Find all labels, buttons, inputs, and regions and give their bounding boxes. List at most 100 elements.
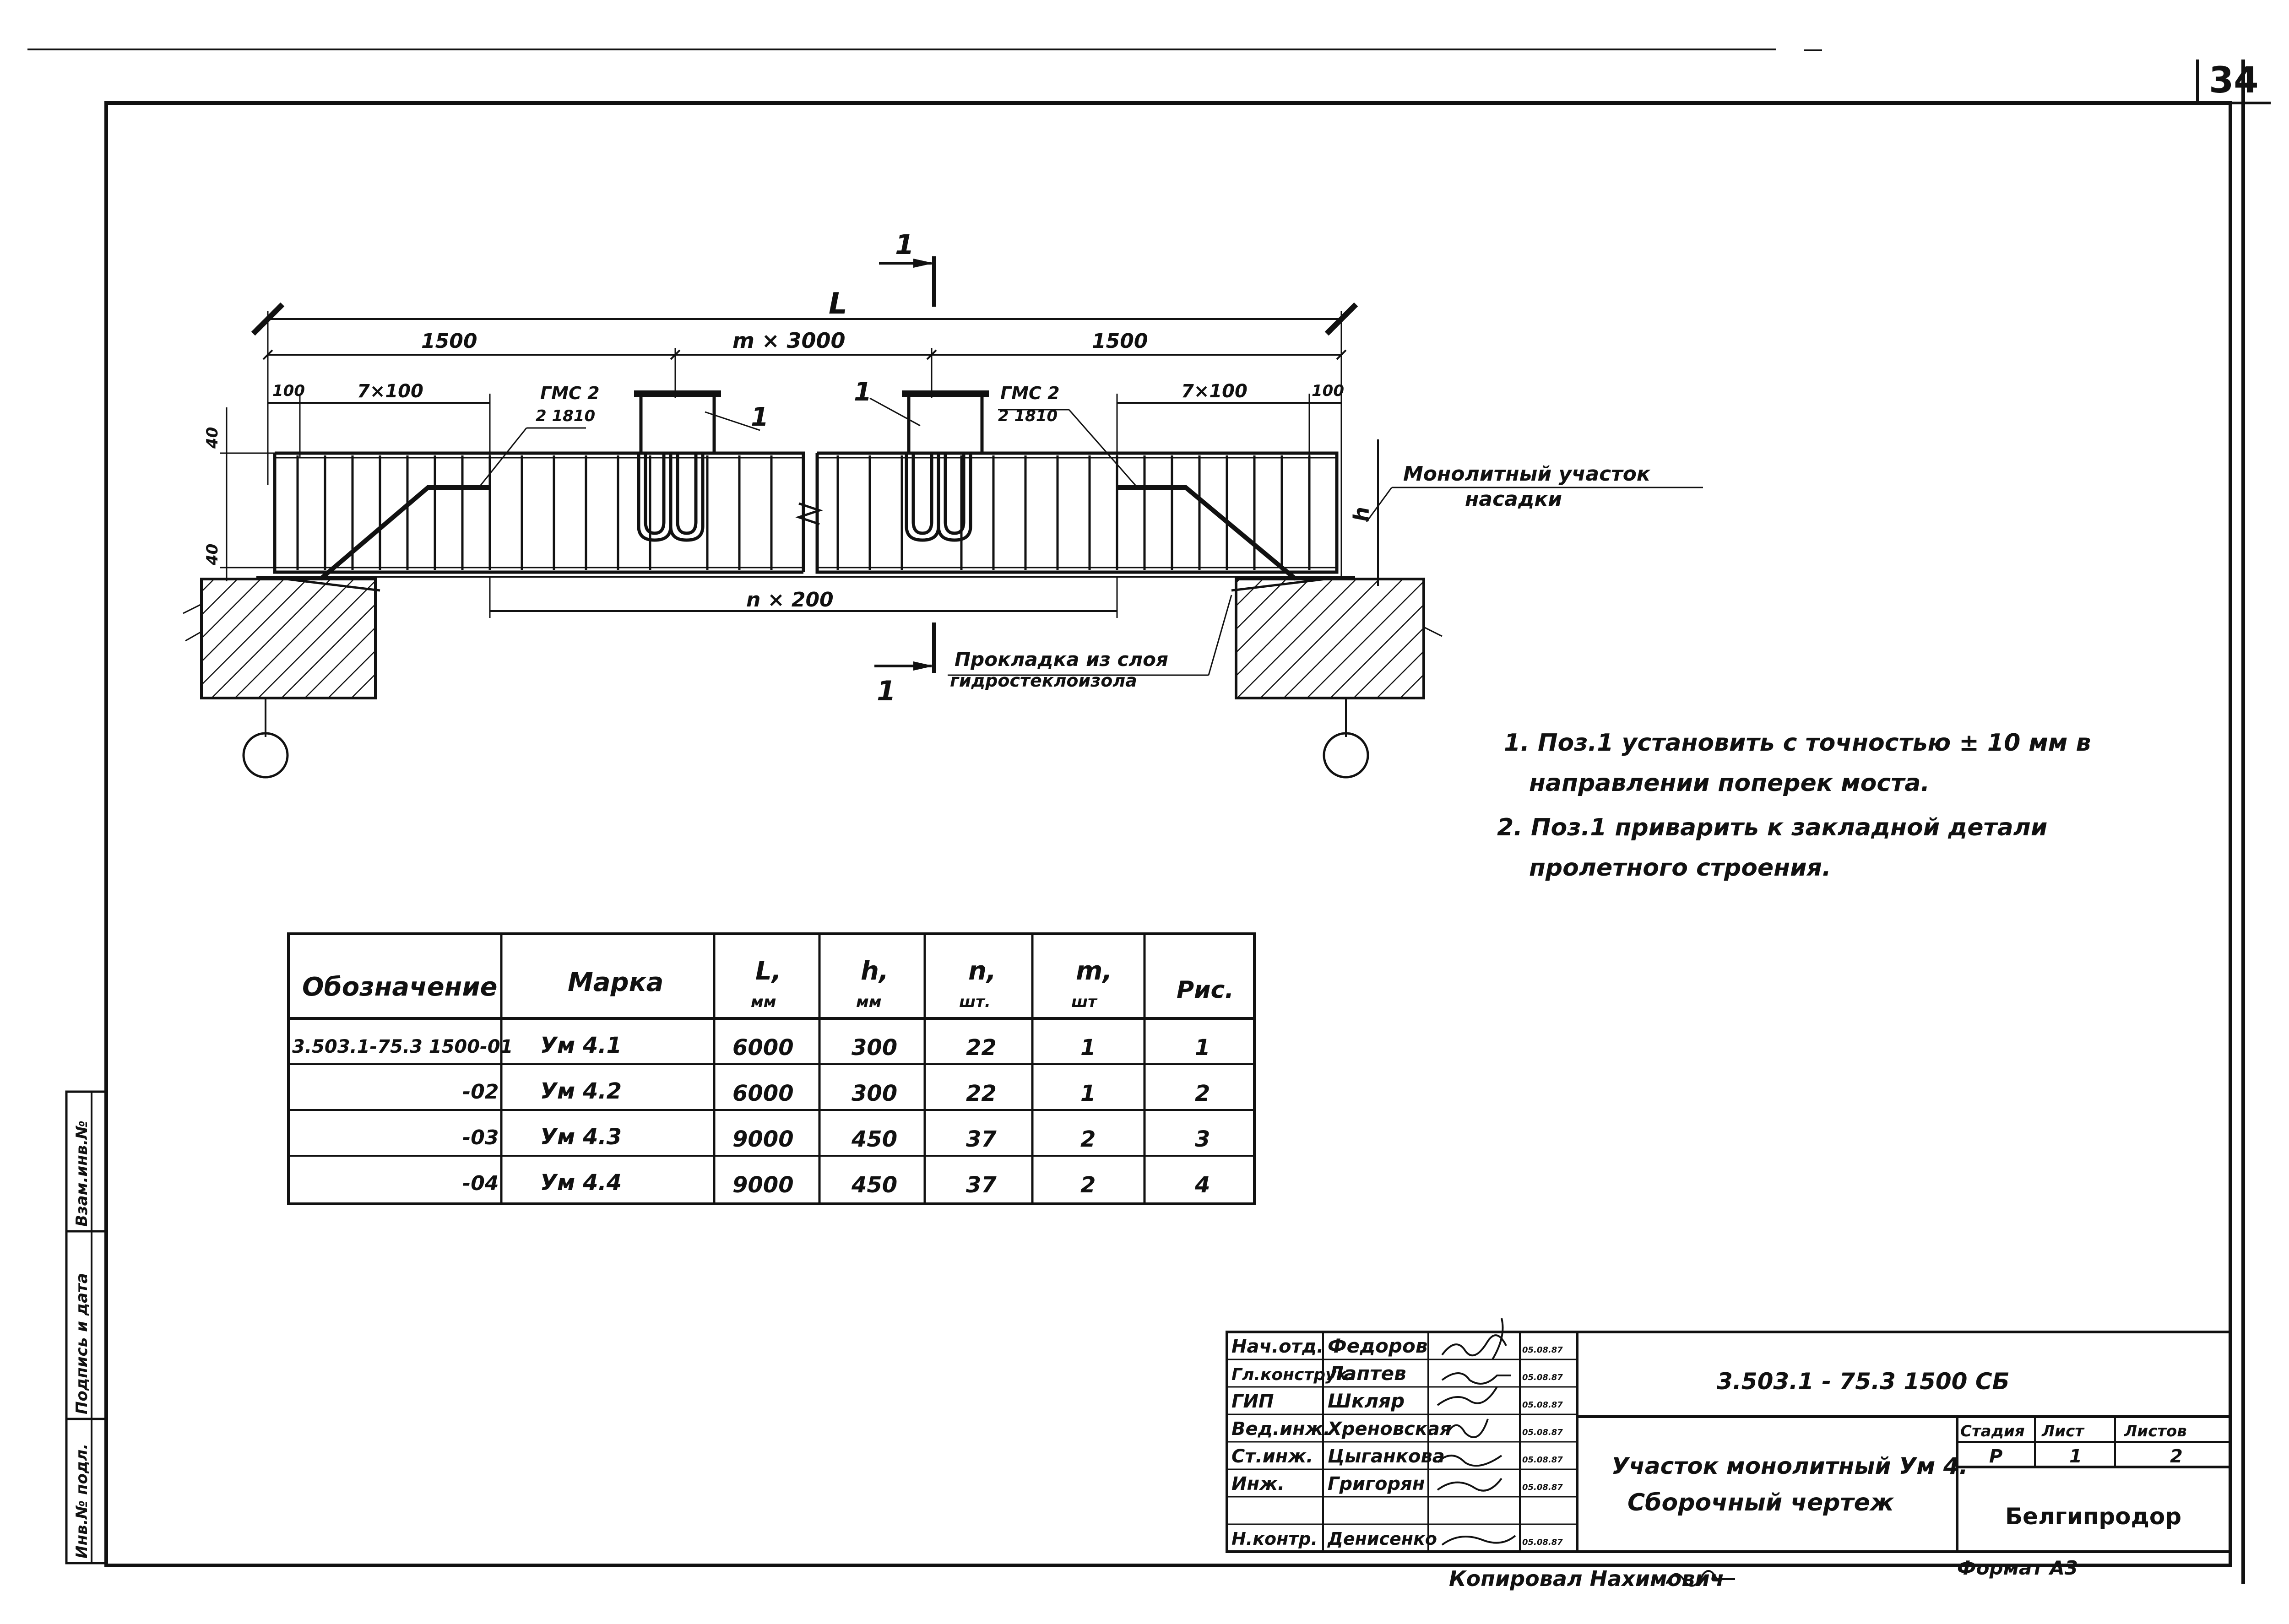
pos-label-right: 1 xyxy=(854,377,872,407)
dim-total: L xyxy=(829,287,847,321)
cell-figure: 3 xyxy=(1195,1126,1210,1152)
pos-label-left: 1 xyxy=(751,402,769,432)
th-mark: Марка xyxy=(568,968,663,997)
cell-figure: 4 xyxy=(1194,1172,1210,1198)
staff-role: Нач.отд. xyxy=(1231,1336,1323,1357)
pier-left xyxy=(183,578,377,779)
cell-m: 1 xyxy=(1080,1035,1096,1061)
th-m-unit: шт xyxy=(1071,993,1098,1011)
dim-middle: m × 3000 xyxy=(732,328,846,353)
notes: 1. Поз.1 установить с точностью ± 10 мм … xyxy=(1497,729,2091,882)
th-h: h, xyxy=(861,956,889,986)
th-L-unit: мм xyxy=(751,993,776,1011)
dim-bottom: n × 200 xyxy=(746,588,834,612)
cell-designation: -02 xyxy=(462,1080,499,1104)
spec-table: Обозначение Марка L, мм h, мм n, шт. m, … xyxy=(287,932,1256,1205)
sheets-header: Листов xyxy=(2124,1422,2187,1440)
note-2-line2: пролетного строения. xyxy=(1529,854,1831,882)
pad-label-line2: гидростеклоизола xyxy=(950,671,1137,691)
dim-left: 1500 xyxy=(421,330,477,353)
pad-label-line1: Прокладка из слоя xyxy=(955,648,1168,671)
dim-end-right: 100 xyxy=(1312,382,1344,400)
assembly-drawing: 1 L 1500 m × 3000 1500 100 7×100 7×100 1… xyxy=(183,229,1703,779)
grid-left-sub: 2 1810 xyxy=(536,407,595,425)
staff-date: 05.08.87 xyxy=(1522,1345,1563,1355)
section-mark-top: 1 xyxy=(895,229,914,261)
cell-L: 9000 xyxy=(732,1126,794,1152)
staff-role: Н.контр. xyxy=(1231,1529,1318,1549)
th-n: n, xyxy=(968,956,996,986)
stage-header: Стадия xyxy=(1960,1422,2025,1440)
title-block: Нач.отд. Федоров 05.08.87 Гл.конструк. Л… xyxy=(1226,1318,2232,1553)
cell-mark: Ум 4.4 xyxy=(540,1170,622,1196)
copied-by: Копировал Нахимович xyxy=(1449,1566,1724,1591)
th-L: L, xyxy=(755,956,781,986)
pier-right xyxy=(1235,578,1443,779)
grid-left-label: ГМС 2 xyxy=(540,383,600,403)
staff-name: Григорян xyxy=(1328,1473,1425,1494)
title-line1: Участок монолитный Ум 4. xyxy=(1611,1453,1968,1479)
cell-m: 2 xyxy=(1080,1126,1096,1152)
staff-date: 05.08.87 xyxy=(1522,1373,1563,1382)
cell-n: 22 xyxy=(966,1035,997,1061)
signatures xyxy=(1437,1318,1516,1546)
sheet-header: Лист xyxy=(2041,1422,2085,1440)
cell-m: 2 xyxy=(1080,1172,1096,1198)
monolith-label-line1: Монолитный участок xyxy=(1403,462,1651,486)
note-2-line1: 2. Поз.1 приварить к закладной детали xyxy=(1497,814,2047,841)
sheet-value: 1 xyxy=(2069,1446,2082,1467)
dim-height-bottom: 40 xyxy=(203,544,222,566)
section-mark-bottom: 1 xyxy=(877,675,896,707)
designation: 3.503.1 - 75.3 1500 СБ xyxy=(1717,1368,2010,1395)
cell-mark: Ум 4.3 xyxy=(540,1124,622,1150)
cell-mark: Ум 4.1 xyxy=(540,1033,622,1058)
cell-L: 6000 xyxy=(732,1081,794,1106)
dim-pitch-left: 7×100 xyxy=(357,381,423,402)
format-label: Формат А3 xyxy=(1957,1557,2078,1579)
dim-end-left: 100 xyxy=(272,382,305,400)
side-stamp: Взам.инв.№ Подпись и дата Инв.№ подл. xyxy=(65,1090,108,1564)
dim-right: 1500 xyxy=(1092,330,1148,353)
cell-h: 450 xyxy=(851,1126,897,1152)
title-line2: Сборочный чертеж xyxy=(1627,1489,1894,1516)
staff-date: 05.08.87 xyxy=(1522,1428,1563,1437)
grid-right-label: ГМС 2 xyxy=(1000,383,1060,403)
staff-date: 05.08.87 xyxy=(1522,1455,1563,1465)
cell-h: 450 xyxy=(851,1172,897,1198)
staff-name: Шкляр xyxy=(1328,1390,1405,1412)
th-designation: Обозначение xyxy=(302,972,498,1002)
staff-name: Лаптев xyxy=(1327,1362,1406,1385)
cell-designation: -03 xyxy=(462,1126,499,1149)
cell-n: 22 xyxy=(966,1081,997,1106)
dim-height-top: 40 xyxy=(203,427,222,449)
monolith-label-line2: насадки xyxy=(1465,487,1562,511)
staff-role: Ст.инж. xyxy=(1231,1446,1313,1467)
staff-role: Вед.инж. xyxy=(1231,1418,1330,1440)
cell-figure: 2 xyxy=(1195,1081,1210,1106)
cell-h: 300 xyxy=(852,1081,897,1106)
cell-n: 37 xyxy=(966,1126,997,1152)
cell-designation: 3.503.1-75.3 1500-01 xyxy=(292,1036,513,1057)
cell-designation: -04 xyxy=(462,1172,499,1195)
cell-h: 300 xyxy=(852,1035,897,1061)
cell-m: 1 xyxy=(1080,1081,1096,1106)
stamp-replaced-inv: Взам.инв.№ xyxy=(73,1121,91,1227)
cell-figure: 1 xyxy=(1195,1035,1210,1061)
staff-name: Федоров xyxy=(1328,1335,1427,1357)
copier-signature xyxy=(1665,1570,1735,1587)
staff-date: 05.08.87 xyxy=(1522,1483,1563,1492)
sheet-frame xyxy=(104,60,2271,1584)
note-1-line2: направлении поперек моста. xyxy=(1529,769,1930,797)
staff-date: 05.08.87 xyxy=(1522,1537,1563,1547)
stamp-signature-date: Подпись и дата xyxy=(73,1273,91,1414)
anchor-pos1-right xyxy=(902,390,989,542)
note-1-line1: 1. Поз.1 установить с точностью ± 10 мм … xyxy=(1504,729,2091,757)
organization: Белгипродор xyxy=(2005,1503,2181,1530)
staff-date: 05.08.87 xyxy=(1522,1400,1563,1410)
cell-L: 9000 xyxy=(732,1172,794,1198)
anchor-pos1-left xyxy=(634,390,721,542)
th-m: m, xyxy=(1076,956,1112,986)
height-label: h xyxy=(1349,507,1374,522)
stage-value: Р xyxy=(1989,1446,2002,1467)
cell-L: 6000 xyxy=(732,1035,794,1061)
